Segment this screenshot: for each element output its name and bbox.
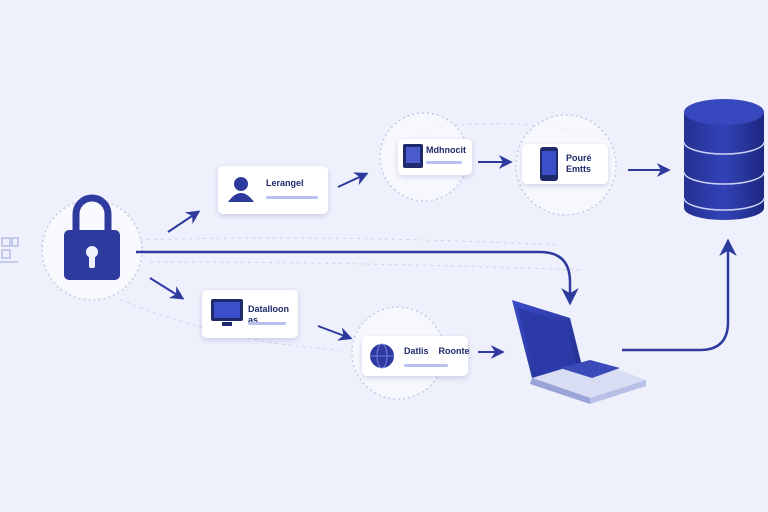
user-icon [228,177,254,202]
node-card-2: Mdhnocit [398,139,472,175]
database-icon [683,99,765,220]
node-card-4: Datalloon as [202,290,298,338]
node-card-1: Lerangel [218,166,328,214]
padlock-icon [64,194,120,280]
card-2-bar [426,161,462,164]
node-card-5: Datlis Roonte [362,336,470,376]
arrow-card-4-to-card-5 [317,325,353,341]
node-card-3: Pouré Emtts [522,144,608,184]
card-5-bar [404,364,448,367]
card-4-label: Datalloon as [248,304,290,325]
arrow-lock-to-card-1 [167,210,201,233]
arrow-card-1-to-card-2 [337,172,369,188]
connectors [136,155,737,359]
globe-icon [370,343,394,369]
arrow-lock-to-card-4 [149,277,185,300]
tablet-icon [403,144,423,168]
arrow-laptop-to-database [622,238,737,352]
card-4-bar [248,322,286,325]
laptop-icon [512,300,646,404]
grid-icon [0,237,19,263]
card-1-label: Lerangel [266,178,304,188]
monitor-icon [211,299,243,326]
phone-icon [540,147,558,181]
card-2-label: Mdhnocit [426,145,466,155]
card-5-label: Datlis Roonte [404,346,470,356]
card-3-label: Pouré Emtts [566,153,592,174]
card-1-bar [266,196,318,199]
arrow-lock-to-laptop [136,250,579,306]
